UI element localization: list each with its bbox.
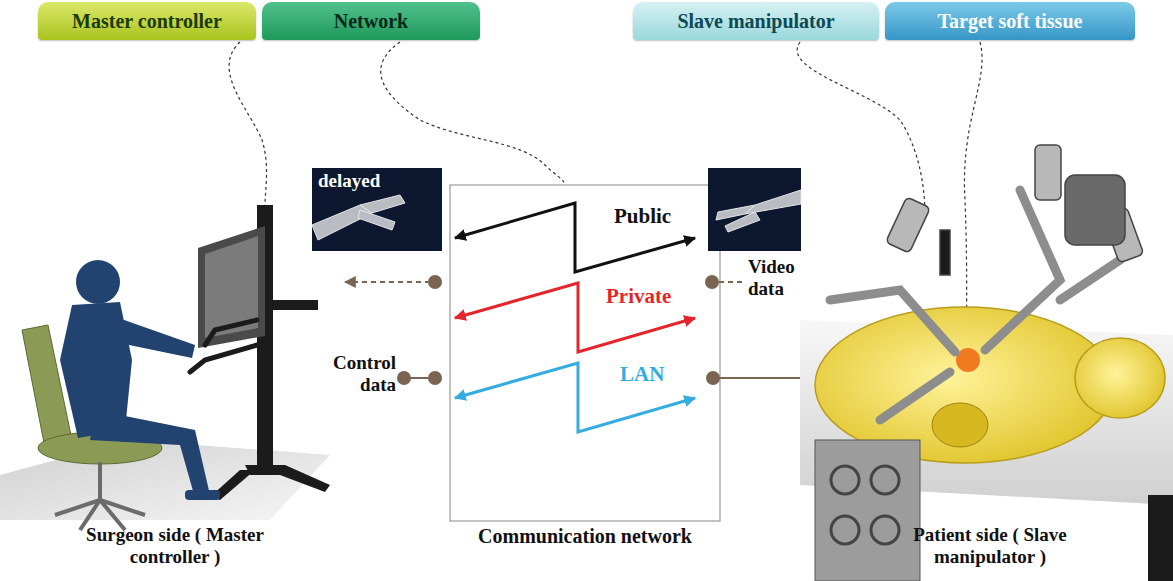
tag-box: Master controller — [38, 2, 256, 40]
tag-label: Slave manipulator — [677, 10, 834, 33]
tag-label: Master controller — [72, 10, 222, 33]
network-box: Communication network — [450, 185, 720, 521]
tag-box: Network — [262, 2, 480, 40]
tag-label: Target soft tissue — [938, 10, 1083, 33]
link-label: LAN — [620, 362, 664, 386]
link-label: Public — [614, 204, 671, 228]
image-caption: delayed — [318, 170, 380, 192]
side-label: Patient side ( Slave manipulator ) — [875, 524, 1105, 568]
box-caption: Communication network — [478, 525, 692, 548]
tag-box: Slave manipulator — [633, 2, 879, 40]
tag-box: Target soft tissue — [885, 2, 1135, 40]
signal-label: Control data — [318, 352, 396, 396]
signal-label: Video data — [748, 256, 804, 300]
tag-label: Network — [334, 10, 408, 33]
link-label: Private — [606, 284, 671, 308]
side-label: Surgeon side ( Master controller ) — [60, 524, 290, 568]
